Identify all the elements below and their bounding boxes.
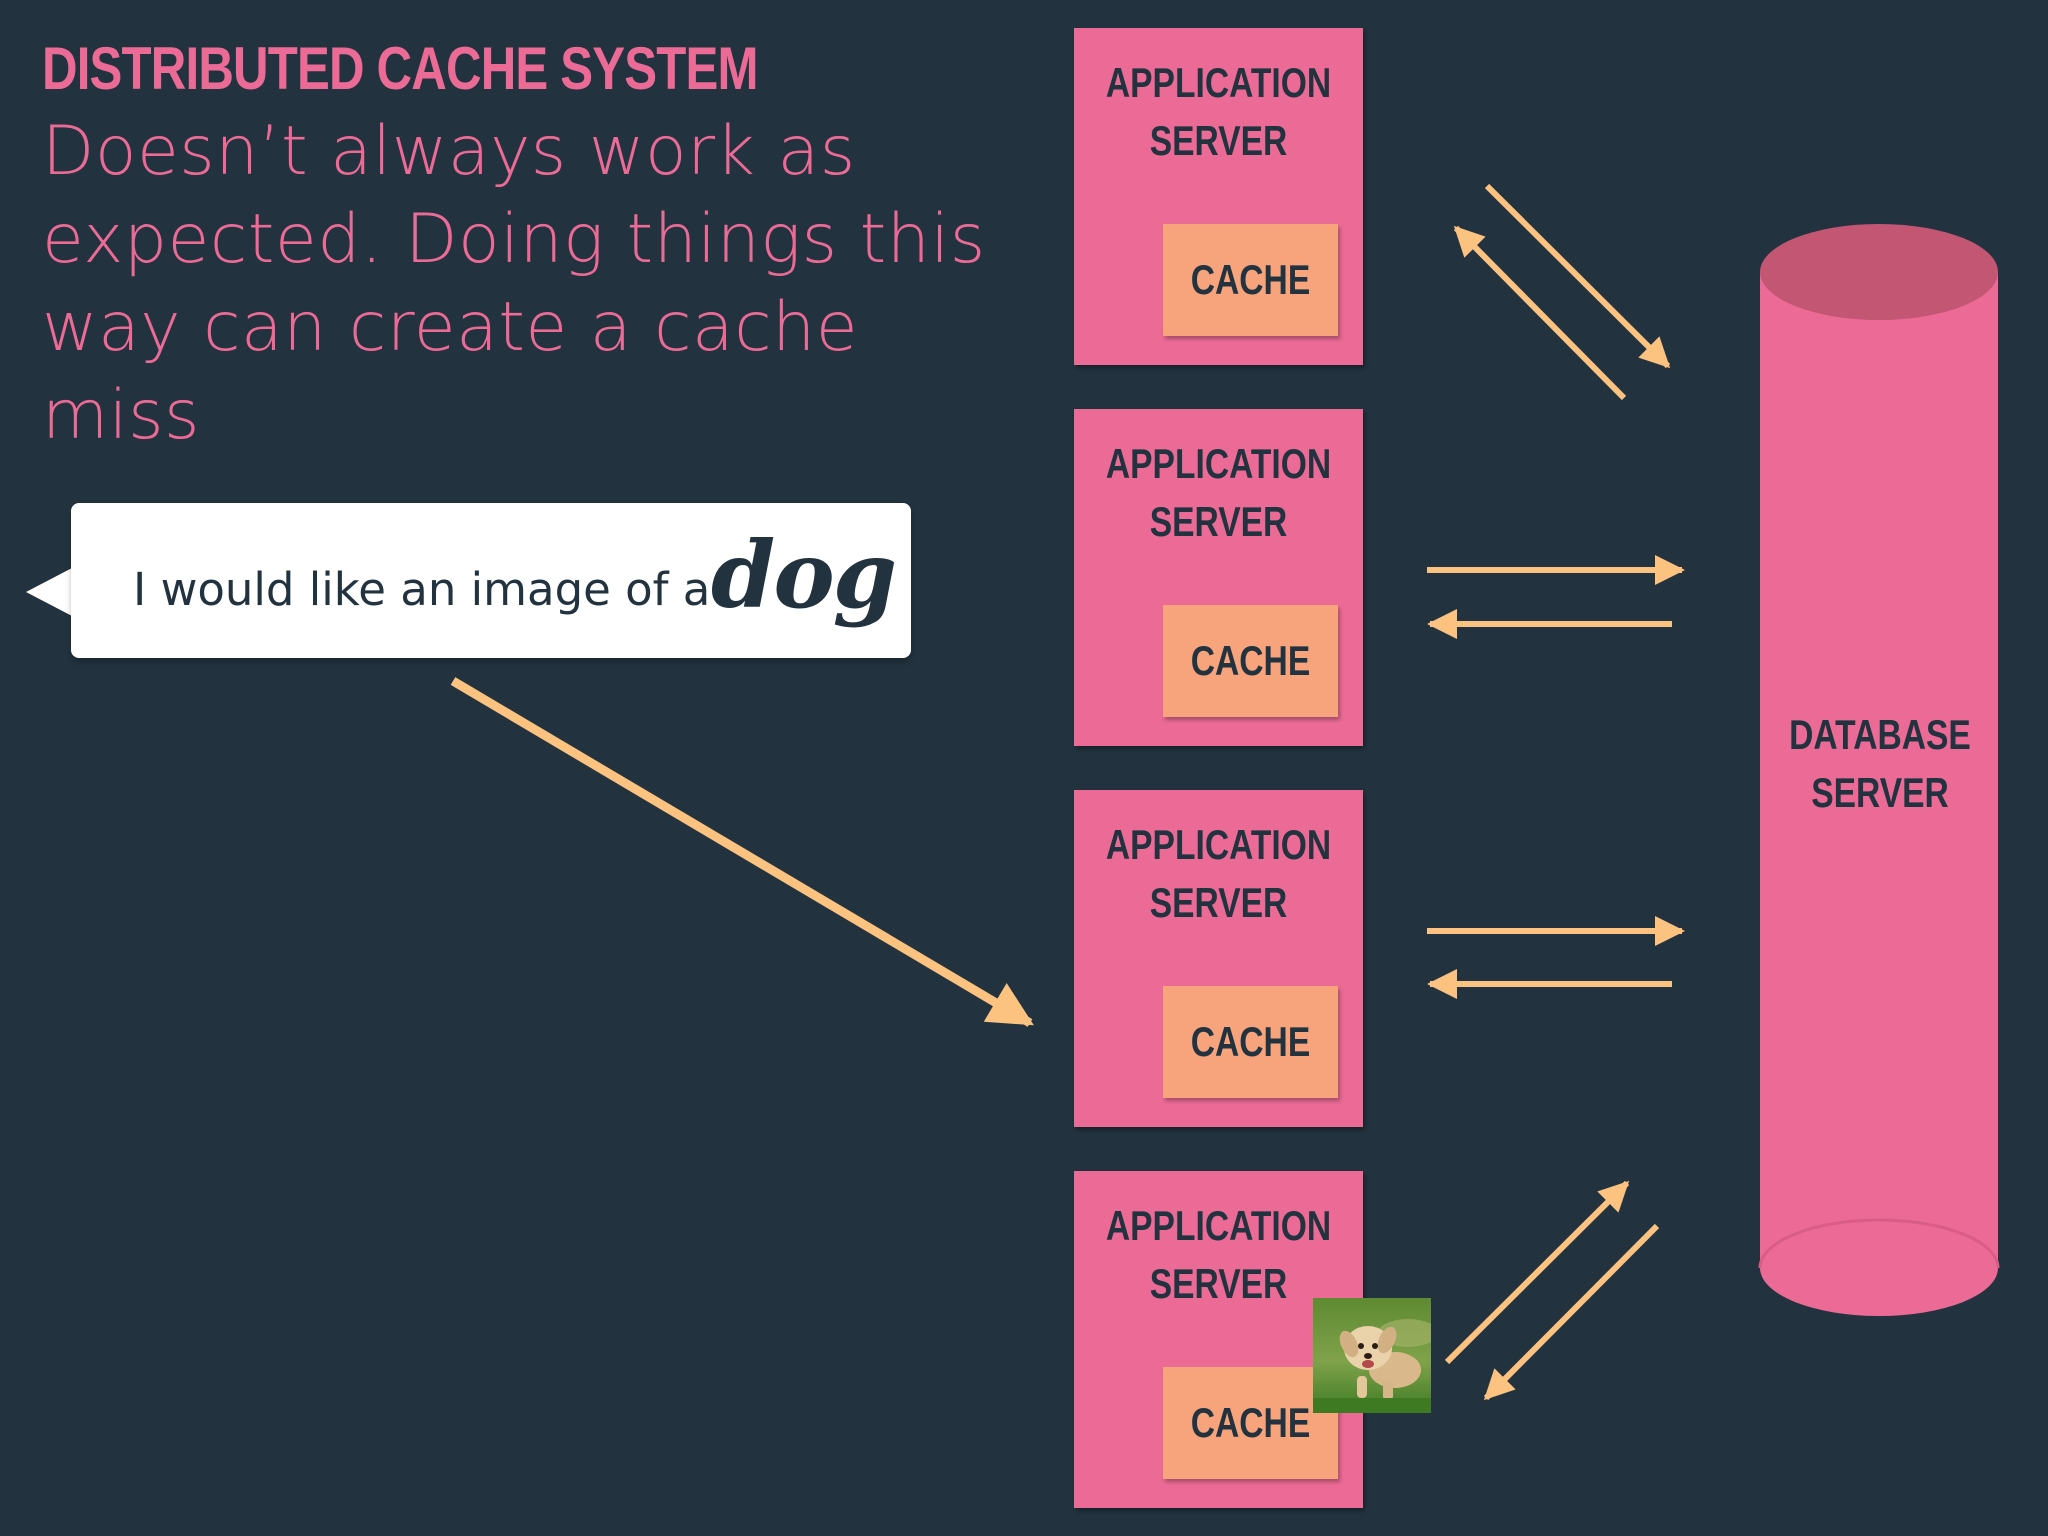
cache-box: CACHE	[1163, 224, 1338, 336]
app-server-2: APPLICATION SERVER CACHE	[1074, 409, 1363, 746]
app-server-label: APPLICATION SERVER	[1105, 1202, 1332, 1307]
app-server-1: APPLICATION SERVER CACHE	[1074, 28, 1363, 365]
app-server-label: APPLICATION SERVER	[1105, 440, 1332, 545]
cache-label: CACHE	[1190, 1018, 1311, 1065]
app-server-3: APPLICATION SERVER CACHE	[1074, 790, 1363, 1127]
slide-subtitle: Doesn’t always work as expected. Doing t…	[42, 112, 986, 455]
cache-box: CACHE	[1163, 605, 1338, 717]
dog-photo	[1313, 1298, 1431, 1413]
arrow-db-to-app4	[1483, 1223, 1660, 1401]
cache-label: CACHE	[1190, 637, 1311, 684]
arrow-db-to-app1	[1453, 225, 1627, 401]
request-emphasis: dog	[711, 521, 897, 629]
database-label: DATABASE SERVER	[1789, 711, 1971, 816]
cache-label: CACHE	[1190, 1399, 1311, 1446]
speech-bubble: I would like an image of a dog	[71, 503, 911, 658]
cache-box: CACHE	[1163, 1367, 1338, 1479]
slide-title: DISTRIBUTED CACHE SYSTEM	[42, 35, 758, 102]
app-server-label: APPLICATION SERVER	[1105, 59, 1332, 164]
arrow-app1-to-db	[1484, 183, 1671, 369]
cache-box: CACHE	[1163, 986, 1338, 1098]
request-text: I would like an image of a	[133, 563, 711, 616]
app-server-label: APPLICATION SERVER	[1105, 821, 1332, 926]
cache-label: CACHE	[1190, 256, 1311, 303]
speech-bubble-tail	[26, 568, 72, 616]
request-arrow	[450, 677, 1034, 1027]
database-cylinder	[1758, 224, 2000, 1316]
arrow-app4-to-db	[1444, 1180, 1630, 1365]
